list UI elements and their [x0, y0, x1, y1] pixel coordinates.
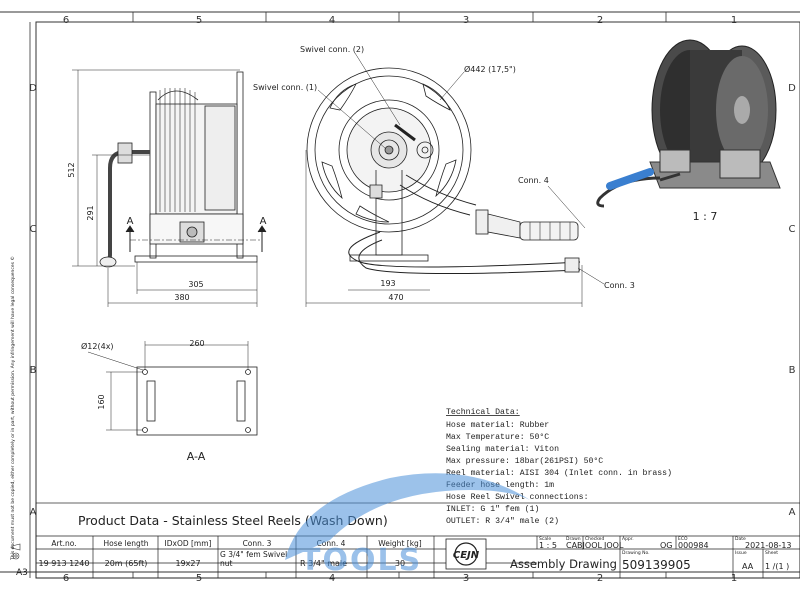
side-view-dimensions — [72, 69, 258, 307]
grid-rows-right: D C B A — [788, 83, 796, 518]
grid-row: C — [789, 224, 796, 235]
cejn-logo: CEJN — [445, 538, 487, 570]
drawing-type: Assembly Drawing — [510, 557, 617, 571]
grid-rows-left: D C B A — [29, 83, 37, 518]
swivel-conn-2-label: Swivel conn. (2) — [300, 45, 364, 54]
sheet-size: A3 — [16, 568, 28, 578]
tech-line: OUTLET: R 3/4" male (2) — [446, 516, 559, 526]
section-marker-left: A — [127, 216, 134, 227]
grid-row: A — [789, 507, 796, 518]
grid-col: 4 — [329, 573, 335, 584]
isometric-view — [596, 39, 781, 208]
grid-columns-bottom: 6 5 4 3 2 1 — [63, 573, 737, 584]
scale-value: 1 : 5 — [539, 541, 557, 550]
holes-label: Ø12(4x) — [81, 341, 114, 351]
value-weight: 30 — [395, 559, 405, 568]
grid-col: 2 — [597, 573, 603, 584]
tech-line: Sealing material: Viton — [446, 444, 559, 454]
grid-col: 6 — [63, 15, 69, 26]
projection-symbol — [11, 543, 21, 560]
value-hose-length: 20m (65ft) — [105, 559, 148, 568]
checked-value: JOOL — [603, 541, 624, 550]
header-weight: Weight [kg] — [378, 539, 422, 548]
watermark: TOOLS — [285, 473, 530, 578]
grid-col: 1 — [731, 573, 737, 584]
value-conn-4: R 3/4" male — [300, 559, 347, 568]
grid-row: B — [30, 365, 37, 376]
section-view-label: A-A — [187, 450, 206, 463]
value-conn-3: G 3/4" fem Swivel nut — [220, 551, 288, 568]
drawing-no-label: Drawing No. — [622, 550, 650, 556]
tech-line: INLET: G 1" fem (1) — [446, 504, 539, 514]
grid-row: A — [30, 507, 37, 518]
drawing-no: 509139905 — [622, 558, 691, 572]
dim-260: 260 — [189, 339, 204, 348]
issue-label: Issue — [735, 550, 747, 556]
iso-scale-label: 1 : 7 — [693, 210, 718, 223]
grid-col: 3 — [463, 15, 469, 26]
dim-380: 380 — [174, 293, 189, 302]
appr-label: Appr. — [622, 536, 634, 542]
grid-col: 4 — [329, 15, 335, 26]
grid-row: D — [788, 83, 796, 94]
grid-col: 3 — [463, 573, 469, 584]
tech-line: Max pressure: 18bar(261PSI) 50°C — [446, 456, 603, 466]
tech-line: Max Temperature: 50°C — [446, 433, 549, 442]
date-value: 2021-08-13 — [745, 541, 792, 550]
date-label: Date — [735, 536, 746, 542]
section-a-a-view — [87, 341, 258, 436]
header-hose-length: Hose length — [103, 539, 148, 548]
diameter-label: Ø442 (17,5") — [464, 64, 516, 74]
dim-470: 470 — [388, 293, 403, 302]
dim-160: 160 — [97, 394, 106, 409]
side-view — [99, 71, 267, 268]
header-idxod: IDxOD [mm] — [165, 539, 212, 548]
conn-3-label: Conn. 3 — [604, 281, 635, 290]
grid-row: D — [29, 83, 37, 94]
value-idxod: 19x27 — [175, 559, 200, 568]
grid-col: 6 — [63, 573, 69, 584]
grid-col: 5 — [196, 573, 202, 584]
dim-291: 291 — [86, 205, 95, 220]
header-art-no: Art.no. — [51, 539, 76, 548]
value-conn-3-wrap: G 3/4" fem Swivel nut — [220, 551, 288, 568]
front-view — [305, 52, 605, 307]
header-conn-4: Conn. 4 — [317, 539, 346, 548]
drawn-label: Drawn — [566, 536, 581, 542]
appr-value: OG — [660, 541, 673, 550]
header-conn-3: Conn. 3 — [243, 539, 272, 548]
grid-col: 2 — [597, 15, 603, 26]
technical-data-title: Technical Data: — [446, 407, 520, 417]
copyright-disclaimer: This document must not be copied, either… — [9, 256, 16, 561]
grid-col: 1 — [731, 15, 737, 26]
section-marker-right: A — [260, 216, 267, 227]
dim-512: 512 — [67, 162, 76, 177]
watermark-text: TOOLS — [300, 543, 422, 578]
tech-line: Reel material: AISI 304 (Inlet conn. in … — [446, 468, 672, 478]
dim-305: 305 — [188, 280, 203, 289]
drawn-value: CABJOOL — [566, 541, 603, 550]
sheet-value: 1 /(1 ) — [765, 562, 789, 571]
grid-row: B — [789, 365, 796, 376]
grid-col: 5 — [196, 15, 202, 26]
value-art-no: 19 913 1240 — [39, 559, 90, 568]
dim-193: 193 — [380, 279, 395, 288]
checked-label: Checked — [585, 536, 604, 542]
sheet-label: Sheet — [765, 550, 778, 556]
tech-line: Hose material: Rubber — [446, 420, 549, 430]
grid-row: C — [30, 224, 37, 235]
eco-label: ECO — [678, 536, 688, 542]
conn-4-label: Conn. 4 — [518, 176, 549, 185]
tech-line: Hose Reel Swivel connections: — [446, 492, 589, 502]
grid-columns-top: 6 5 4 3 2 1 — [63, 15, 737, 26]
scale-label: Scale — [539, 536, 551, 542]
eco-value: 000984 — [678, 541, 709, 550]
issue-value: AA — [742, 562, 754, 571]
swivel-conn-1-label: Swivel conn. (1) — [253, 83, 317, 92]
logo-text: CEJN — [453, 550, 480, 561]
